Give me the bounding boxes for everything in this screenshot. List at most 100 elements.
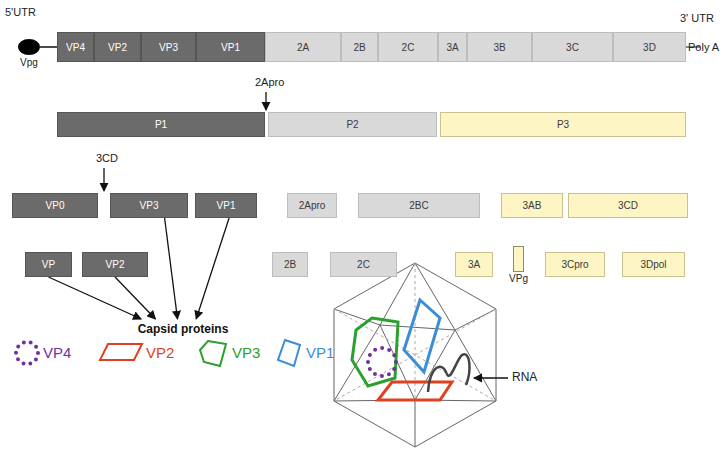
- vp2-subunit: [378, 382, 452, 400]
- annotation-label: 3' UTR: [680, 12, 714, 24]
- protein-box: VP3: [110, 193, 188, 218]
- protein-name: 3A: [468, 259, 480, 270]
- protein-box: VP1: [196, 32, 265, 62]
- annotation-label: Poly A: [688, 41, 719, 53]
- label-box: Capsid proteins: [128, 320, 238, 340]
- vpg-oval: Vpg: [18, 39, 40, 55]
- protein-box: 2C: [330, 252, 397, 277]
- protein-name: 3Dpol: [640, 259, 666, 270]
- protein-name: Vpg: [20, 57, 38, 68]
- protein-name: 2B: [284, 259, 296, 270]
- annotation-label: 2Apro: [255, 76, 284, 88]
- protein-name: VP0: [46, 200, 65, 211]
- protein-box: P3: [440, 112, 686, 137]
- protein-name: P3: [557, 119, 569, 130]
- protein-box: 2C: [378, 32, 438, 62]
- svg-shape: [334, 263, 496, 447]
- protein-box: VP3: [141, 32, 196, 62]
- protein-box: 2A: [265, 32, 341, 62]
- protein-box: 3AB: [501, 193, 563, 218]
- protein-name: 2Apro: [299, 200, 326, 211]
- legend-text: VP1: [306, 345, 334, 362]
- cleavage-arrow: [265, 92, 266, 110]
- protein-box: 2Apro: [287, 193, 337, 218]
- annotation-label: 5'UTR: [5, 6, 36, 18]
- vp1-symbol: [278, 340, 300, 366]
- connector-arrow: [115, 277, 156, 319]
- protein-name: 2A: [297, 42, 309, 53]
- protein-box: VP4: [57, 32, 94, 62]
- rna-leader: [474, 377, 508, 378]
- connector-arrow: [40, 46, 57, 48]
- annotation-label: 3CD: [96, 152, 118, 164]
- protein-box: VP0: [12, 193, 98, 218]
- protein-name: P2: [346, 119, 358, 130]
- legend-text: VP2: [146, 345, 174, 362]
- svg-shape: [415, 263, 455, 330]
- protein-box: VP2: [82, 252, 148, 277]
- protein-name: 3CD: [618, 200, 638, 211]
- legend-text: VP4: [43, 345, 71, 362]
- protein-name: VP2: [106, 259, 125, 270]
- vp2-symbol: [100, 344, 142, 360]
- svg-shape: [455, 330, 496, 401]
- protein-name: 2C: [402, 42, 415, 53]
- protein-name: 3A: [446, 42, 458, 53]
- protein-name: 3B: [493, 42, 505, 53]
- protein-name: VP4: [66, 42, 85, 53]
- protein-name: VP1: [217, 200, 236, 211]
- protein-box: 3D: [613, 32, 686, 62]
- protein-box: VP1: [195, 193, 257, 218]
- protein-name: Capsid proteins: [138, 323, 229, 336]
- protein-name: VP: [42, 259, 55, 270]
- protein-name: 3C: [566, 42, 579, 53]
- protein-name: VPg: [509, 273, 528, 284]
- icosahedron: [334, 263, 496, 447]
- protein-box: P2: [268, 112, 437, 137]
- cleavage-arrow: [103, 168, 104, 191]
- protein-box: 3CD: [568, 193, 688, 218]
- protein-box: 2B: [272, 252, 308, 277]
- vp4-subunit: [368, 348, 396, 376]
- protein-name: P1: [155, 119, 167, 130]
- protein-name: 2BC: [409, 200, 428, 211]
- protein-name: 3D: [643, 42, 656, 53]
- svg-shape: [380, 325, 455, 400]
- protein-box: VP: [25, 252, 72, 277]
- protein-name: VP3: [140, 200, 159, 211]
- vp3-symbol: [200, 341, 226, 366]
- protein-name: VP3: [159, 42, 178, 53]
- svg-shape: [334, 309, 496, 401]
- protein-name: VP1: [221, 42, 240, 53]
- protein-box: VPg: [513, 246, 524, 272]
- svg-shape: [334, 263, 496, 447]
- protein-name: 3Cpro: [561, 259, 588, 270]
- vp3-subunit: [352, 318, 398, 386]
- rna-strand: [428, 354, 469, 392]
- connector-arrow: [49, 277, 142, 319]
- protein-box: VP2: [94, 32, 141, 62]
- connector-arrow: [196, 218, 229, 319]
- protein-box: 3A: [455, 252, 493, 277]
- legend-text: VP3: [232, 345, 260, 362]
- protein-box: 3A: [438, 32, 467, 62]
- protein-box: 2B: [341, 32, 378, 62]
- connector-arrow: [165, 218, 178, 319]
- protein-name: 2C: [357, 259, 370, 270]
- protein-name: VP2: [108, 42, 127, 53]
- annotation-label: RNA: [512, 371, 537, 384]
- protein-box: 2BC: [358, 193, 480, 218]
- protein-box: 3C: [532, 32, 613, 62]
- svg-shape: [334, 309, 496, 401]
- svg-shape: [334, 325, 380, 401]
- protein-name: 3AB: [523, 200, 542, 211]
- protein-box: 3Dpol: [622, 252, 685, 277]
- protein-box: 3B: [467, 32, 532, 62]
- protein-name: 2B: [353, 42, 365, 53]
- vp4-symbol: [16, 342, 38, 364]
- protein-box: 3Cpro: [545, 252, 605, 277]
- vp1-subunit: [404, 300, 440, 372]
